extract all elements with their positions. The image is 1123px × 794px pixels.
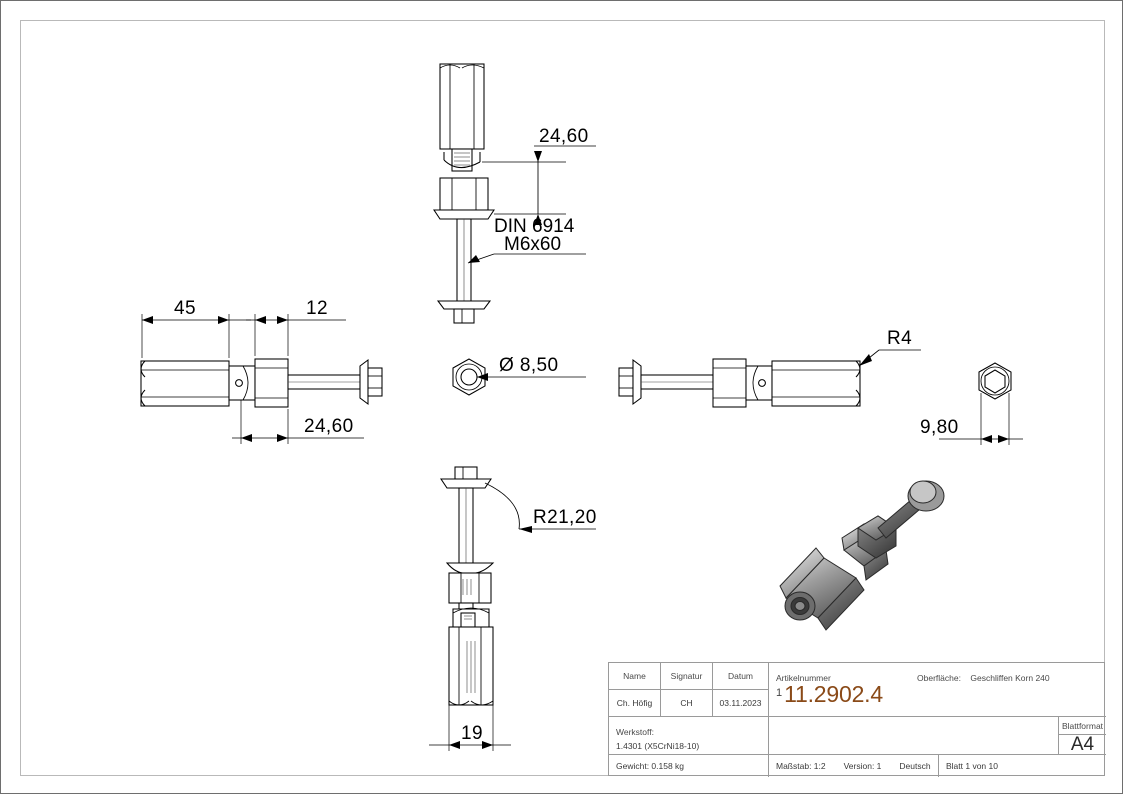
tb-article-cell: Artikelnummer Oberfläche: Geschliffen Ko… [769, 663, 1106, 717]
tb-article-prefix: 1 [776, 686, 783, 699]
tb-page-cell: Blatt 1 von 10 [946, 761, 998, 771]
dim-label-r4: R4 [887, 328, 912, 349]
bolt-shaft-bottom [458, 487, 474, 564]
callout-line2: M6x60 [504, 234, 561, 255]
dim-label-12: 12 [306, 298, 328, 319]
dim-label-19: 19 [461, 723, 483, 744]
iso-assembly [779, 480, 945, 631]
washer-bottom [445, 562, 495, 574]
bolt-head-side [359, 358, 383, 406]
dim-45: 45 [141, 298, 251, 358]
dim-diameter-8-50: Ø 8,50 [477, 355, 586, 381]
tb-article-number: 11.2902.4 [784, 681, 883, 707]
dim-19: 19 [429, 705, 511, 751]
tb-material-cell: Werkstoff: 1.4301 (X5CrNi18-10) [609, 717, 769, 755]
hex-barrel-right [771, 360, 861, 407]
hex-barrel-bottom [448, 626, 494, 706]
dim-label-9-80: 9,80 [920, 417, 959, 438]
callout-r21-20: R21,20 [484, 482, 597, 533]
coupler-right [745, 365, 773, 401]
hex-barrel [439, 63, 485, 150]
bolt-shaft [456, 218, 472, 302]
hexagon-outline [452, 358, 486, 396]
nut-bottom [448, 572, 492, 604]
dim-label-24-60-left: 24,60 [304, 416, 354, 437]
tb-version: Version: 1 [843, 761, 882, 771]
tb-surface-value: Geschliffen Korn 240 [970, 673, 1050, 683]
coupler [228, 365, 256, 401]
tb-empty-cell [769, 717, 1059, 755]
tb-header-signature: Signatur [661, 663, 713, 690]
tb-material-label: Werkstoff: [616, 727, 654, 737]
hex-nut [439, 177, 489, 211]
view-side-assembly: 45 12 24,60 [116, 296, 416, 456]
washer [433, 209, 495, 220]
tb-value-date: 03.11.2023 [713, 690, 769, 717]
coupler-cap [452, 607, 490, 628]
callout-din6914: DIN 6914 M6x60 [467, 216, 586, 264]
dim-9-80: 9,80 [920, 393, 1023, 445]
tb-header-date: Datum [713, 663, 769, 690]
thread-insert [443, 148, 481, 172]
hex-nut-right [712, 358, 747, 408]
dim-24-60-left: 24,60 [232, 400, 364, 444]
drawing-frame [20, 20, 1105, 776]
tb-weight-cell: Gewicht: 0.158 kg [609, 755, 769, 777]
dim-24-60: 24,60 [482, 126, 596, 225]
view-side-assembly-mirrored: R4 [601, 326, 921, 456]
bolt-head [436, 300, 492, 324]
tb-value-name: Ch. Höfig [609, 690, 661, 717]
view-nut-end: 9,80 [920, 349, 1071, 459]
bolt-shaft-side [287, 374, 361, 390]
tb-header-name: Name [609, 663, 661, 690]
title-block: Name Signatur Datum Ch. Höfig CH 03.11.2… [608, 662, 1106, 777]
view-vertical-exploded: R21,20 19 [411, 461, 611, 761]
bolt-head-right [618, 358, 642, 406]
view-isometric [766, 466, 946, 636]
tb-sheetformat-value: A4 [1059, 734, 1106, 755]
callout-r4: R4 [858, 328, 921, 367]
dim-label-24-60: 24,60 [539, 126, 589, 147]
nut-hexagon [978, 362, 1012, 400]
dim-label-45: 45 [174, 298, 196, 319]
bolt-shaft-right [640, 374, 714, 390]
tb-surface-label: Oberfläche: [917, 673, 961, 683]
dim-label-r21-20: R21,20 [533, 507, 597, 528]
callout-line1: DIN 6914 [494, 216, 575, 237]
dim-label-diameter: Ø 8,50 [499, 355, 558, 376]
dim-12: 12 [246, 298, 346, 356]
view-hex-end: Ø 8,50 [441, 351, 601, 421]
tb-scale-cell: Maßstab: 1:2 Version: 1 Deutsch [769, 755, 939, 777]
view-vertical-assembly: 24,60 DIN 6914 M6x60 [416, 56, 596, 326]
bolt-head-bottom [440, 466, 492, 489]
tb-material-value: 1.4301 (X5CrNi18-10) [616, 741, 700, 751]
hex-barrel-side [140, 360, 230, 407]
tb-language: Deutsch [899, 761, 931, 771]
tb-sheetformat-label: Blattformat [1059, 717, 1106, 735]
hex-nut-side [254, 358, 289, 408]
tb-value-signature: CH [661, 690, 713, 717]
tb-article-label: Artikelnummer [776, 673, 831, 683]
